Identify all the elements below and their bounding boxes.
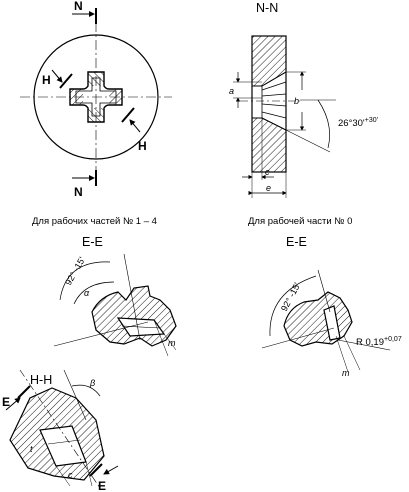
section-ee-left-title: E-E — [82, 235, 103, 249]
label-n-bottom: N — [74, 185, 83, 199]
e-bottom-arrow — [103, 465, 119, 475]
label-h-left: H — [42, 73, 51, 87]
section-ee-right-title: E-E — [286, 235, 307, 249]
t-hh: t — [30, 444, 33, 454]
label-e-top: E — [2, 395, 10, 409]
h-left-arrow — [51, 69, 63, 83]
caption-left: Для рабочих частей № 1 – 4 — [32, 216, 157, 227]
section-ee-left: E-E 92° -15' α m — [53, 235, 177, 357]
dim-c: c — [265, 167, 270, 177]
section-ee-right: E-E 92° -15' R 0,19+0,07 m — [261, 235, 402, 378]
section-nn-title: N-N — [256, 1, 278, 15]
dim-e: e — [266, 183, 271, 193]
e-top-arrow — [5, 397, 21, 411]
label-n-top: N — [74, 0, 83, 13]
radius-label: R 0,19+0,07 — [356, 336, 402, 348]
angle-ee-left: 92° -15' — [63, 255, 87, 287]
caption-right: Для рабочей части № 0 — [248, 216, 352, 227]
section-hh: H-H β E E c t — [2, 369, 119, 492]
beta-label: β — [89, 378, 95, 388]
angle-nn: 26°30'+30' — [338, 117, 378, 129]
section-hh-title: H-H — [30, 373, 52, 387]
h-right-arrow — [129, 119, 141, 133]
c-hh: c — [68, 470, 73, 480]
alpha-label: α — [84, 288, 90, 298]
m-right: m — [342, 368, 350, 378]
m-left: m — [168, 338, 176, 348]
dim-b: b — [294, 96, 299, 106]
dim-a: a — [229, 86, 234, 96]
head-top-view: N N H H — [20, 0, 172, 199]
label-e-bottom: E — [98, 479, 106, 492]
section-nn: N-N a b 26°30'+30' — [229, 1, 378, 198]
label-h-right: H — [138, 139, 147, 153]
